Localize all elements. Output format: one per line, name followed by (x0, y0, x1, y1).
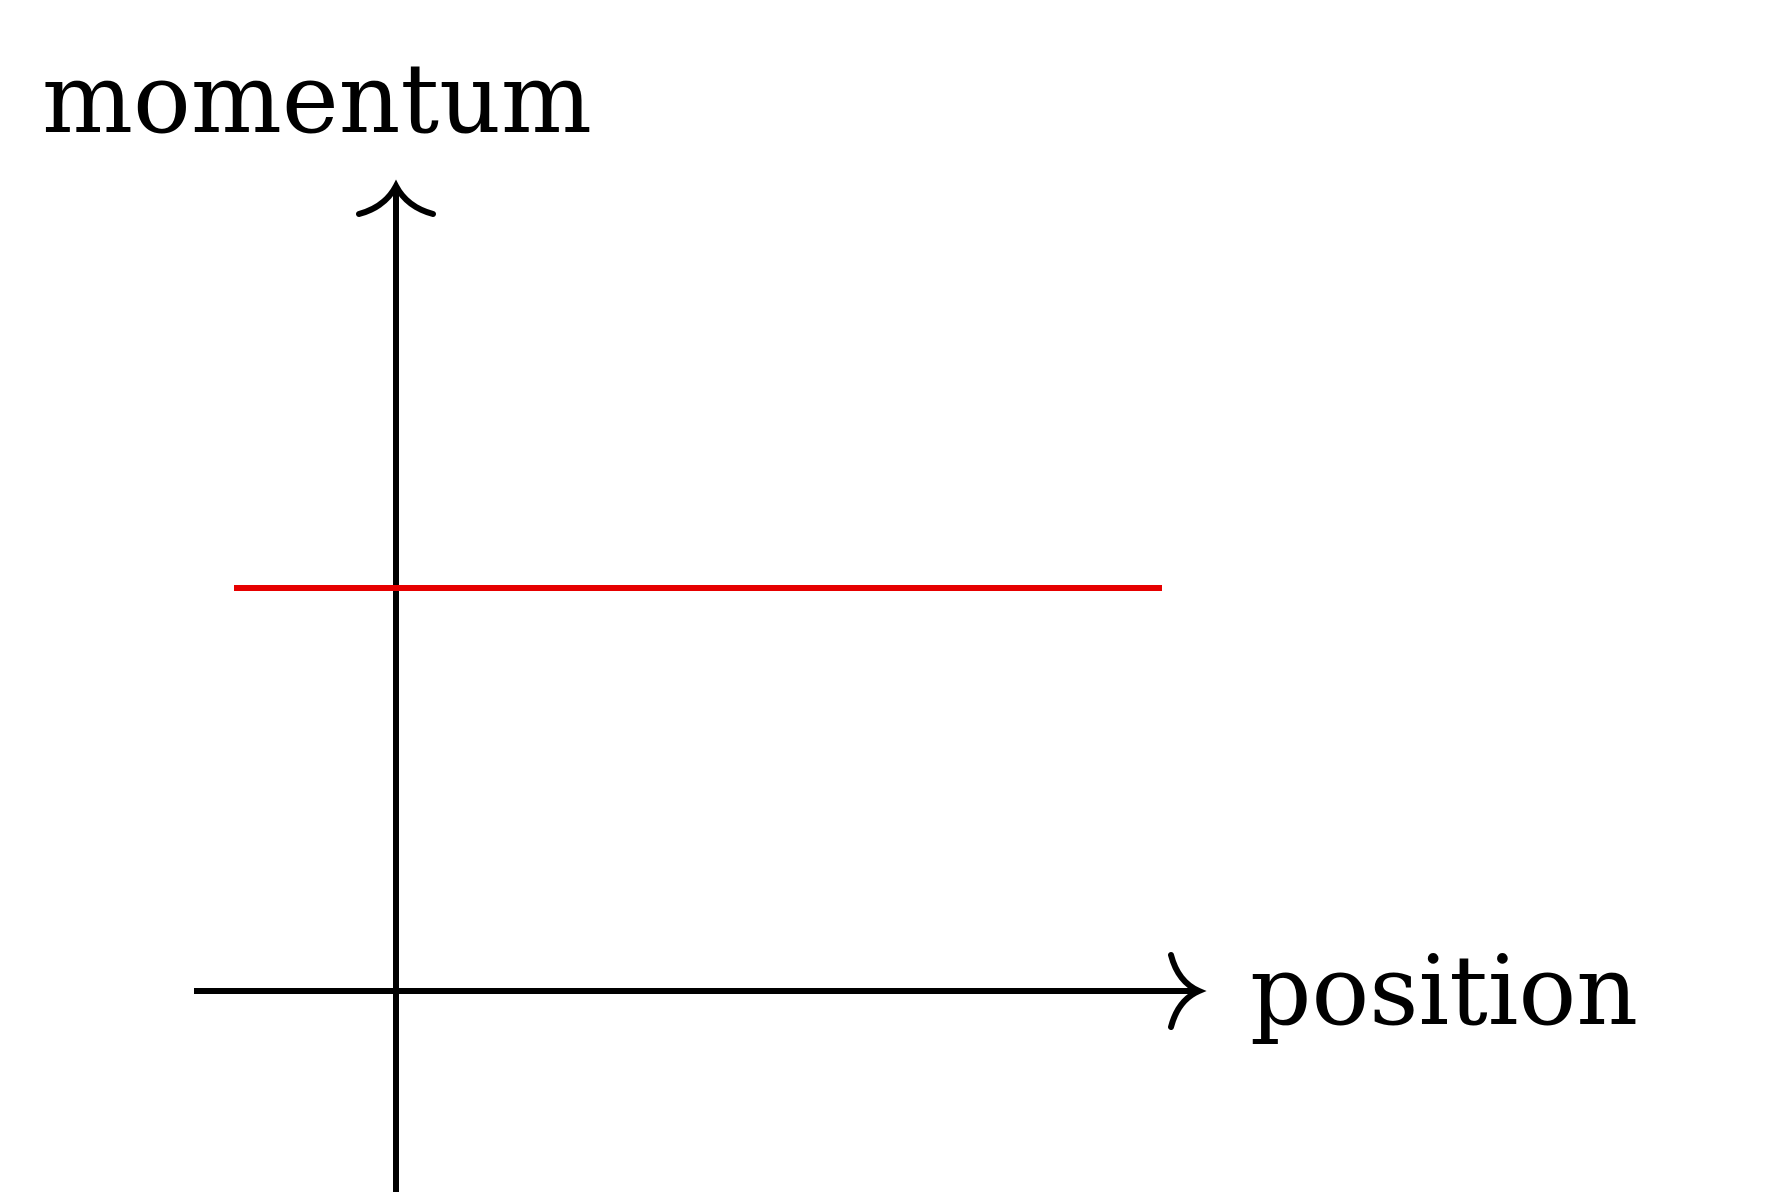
y-axis-label: momentum (42, 43, 592, 155)
x-axis-label: position (1250, 935, 1638, 1047)
y-axis-arrowhead (356, 179, 436, 217)
x-axis-arrowhead (1168, 952, 1207, 1030)
